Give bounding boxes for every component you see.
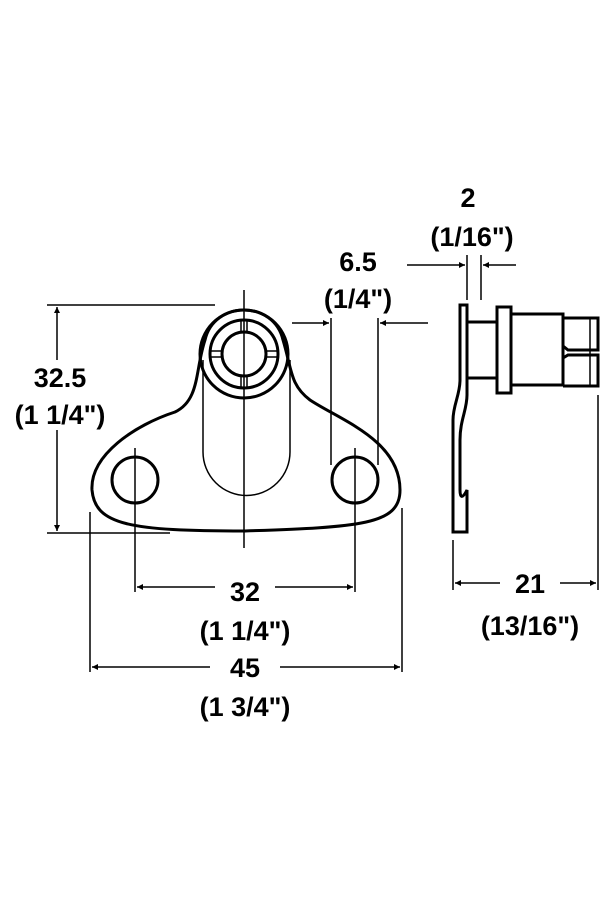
- side-extension-lines: [452, 255, 599, 590]
- plate-thickness-mm: 2: [460, 183, 475, 213]
- overall-width-mm: 45: [230, 653, 260, 683]
- neck: [465, 320, 499, 380]
- depth-inch: (13/16"): [481, 611, 579, 641]
- hole-edge-mm: 6.5: [339, 247, 377, 277]
- depth-mm: 21: [515, 569, 545, 599]
- front-view: [47, 290, 403, 672]
- plate-thickness-inch: (1/16"): [430, 222, 513, 252]
- cylinder: [509, 312, 565, 387]
- center-lines: [47, 290, 403, 672]
- slot: [202, 360, 291, 497]
- tip-upper: [562, 316, 600, 352]
- height-inch: (1 1/4"): [15, 400, 106, 430]
- hole-edge-inch: (1/4"): [324, 284, 392, 314]
- height-mm: 32.5: [34, 363, 87, 393]
- overall-width-inch: (1 3/4"): [200, 692, 291, 722]
- hole-spacing-inch: (1 1/4"): [200, 616, 291, 646]
- bracket-outline: [90, 308, 402, 533]
- side-view: [451, 255, 600, 590]
- plate-side: [451, 303, 469, 534]
- flange: [495, 305, 513, 395]
- tip-lower: [562, 353, 600, 388]
- dimension-lines: [54, 262, 596, 670]
- hole-spacing-mm: 32: [230, 577, 260, 607]
- boss-ribs: [210, 320, 278, 388]
